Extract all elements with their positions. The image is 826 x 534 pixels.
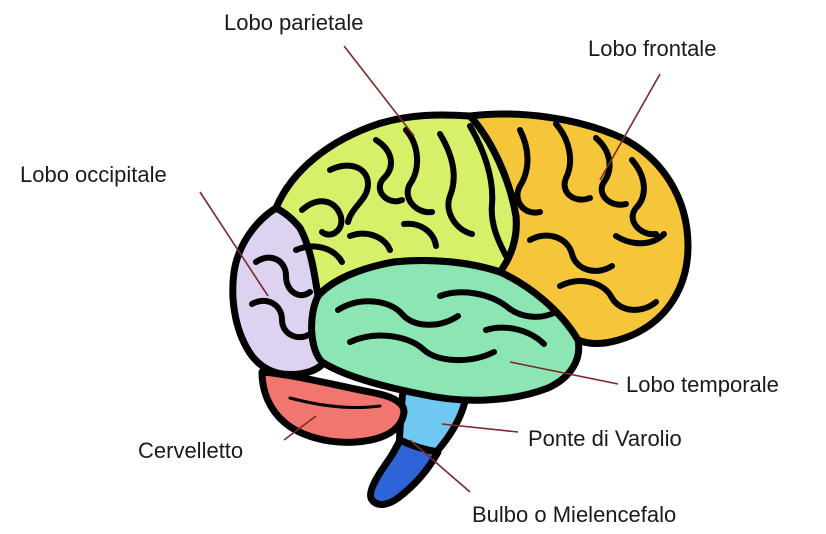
label-pons: Ponte di Varolio [528,426,682,451]
medulla-region [371,440,438,504]
label-frontal: Lobo frontale [588,36,716,61]
label-temporal: Lobo temporale [626,372,779,397]
label-parietal: Lobo parietale [224,10,363,35]
label-occipital: Lobo occipitale [20,162,167,187]
label-medulla: Bulbo o Mielencefalo [472,502,676,527]
label-cerebellum: Cervelletto [138,438,243,463]
